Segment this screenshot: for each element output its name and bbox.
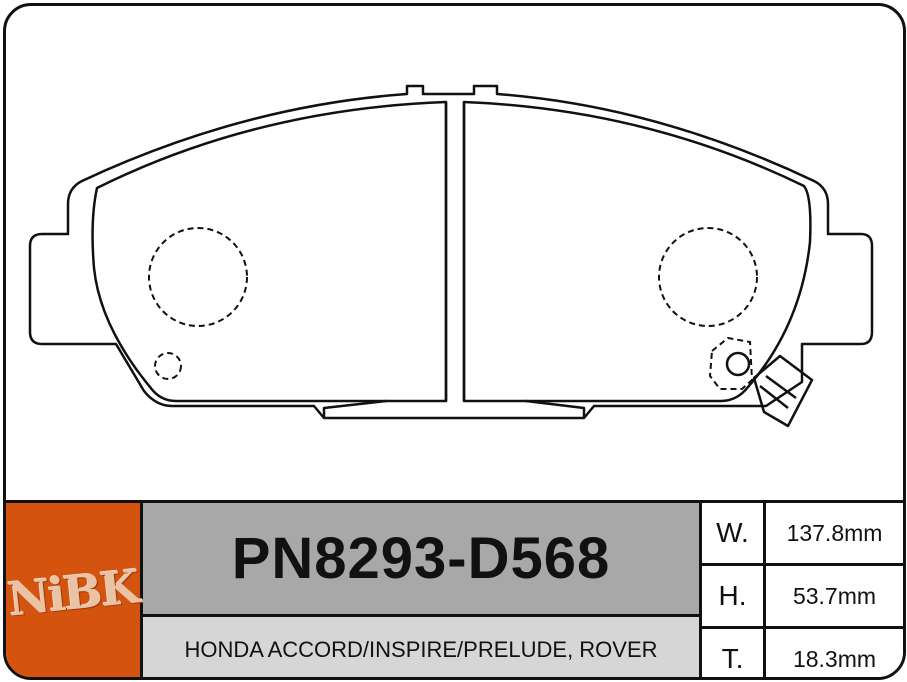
wear-sensor-clip [752,354,814,428]
dimension-row-width: W. 137.8mm [702,503,903,566]
product-card: NiBK PN8293-D568 HONDA ACCORD/INSPIRE/PR… [3,3,906,680]
friction-material-outline-right [462,100,812,403]
vehicle-fitment: HONDA ACCORD/INSPIRE/PRELUDE, ROVER [184,637,658,662]
part-number: PN8293-D568 [231,526,611,591]
backing-plate-outline [28,84,874,420]
dimension-row-thickness: T. 18.3mm [702,629,903,677]
info-table: NiBK PN8293-D568 HONDA ACCORD/INSPIRE/PR… [5,500,903,677]
pin-hole-left [154,352,182,380]
piston-circle-left [148,227,248,327]
brand-logo: NiBK [5,559,141,627]
dimension-label: H. [702,566,766,626]
brake-pad-drawing [28,84,874,428]
pin-hole-right [725,351,751,377]
dimension-label: W. [702,503,766,563]
dimension-label: T. [702,629,766,677]
dimension-row-height: H. 53.7mm [702,566,903,629]
piston-circle-right [658,227,758,327]
part-number-cell: PN8293-D568 [143,503,702,617]
fitment-cell: HONDA ACCORD/INSPIRE/PRELUDE, ROVER [143,617,702,677]
lower-tab-left [322,399,387,418]
dimension-value: 137.8mm [766,503,903,563]
logo-cell: NiBK [5,503,143,677]
dimension-value: 18.3mm [766,629,903,677]
lower-tab-right [525,399,586,418]
friction-material-outline [91,100,448,403]
sensor-mount-outline [708,336,754,390]
dimension-value: 53.7mm [766,566,903,626]
